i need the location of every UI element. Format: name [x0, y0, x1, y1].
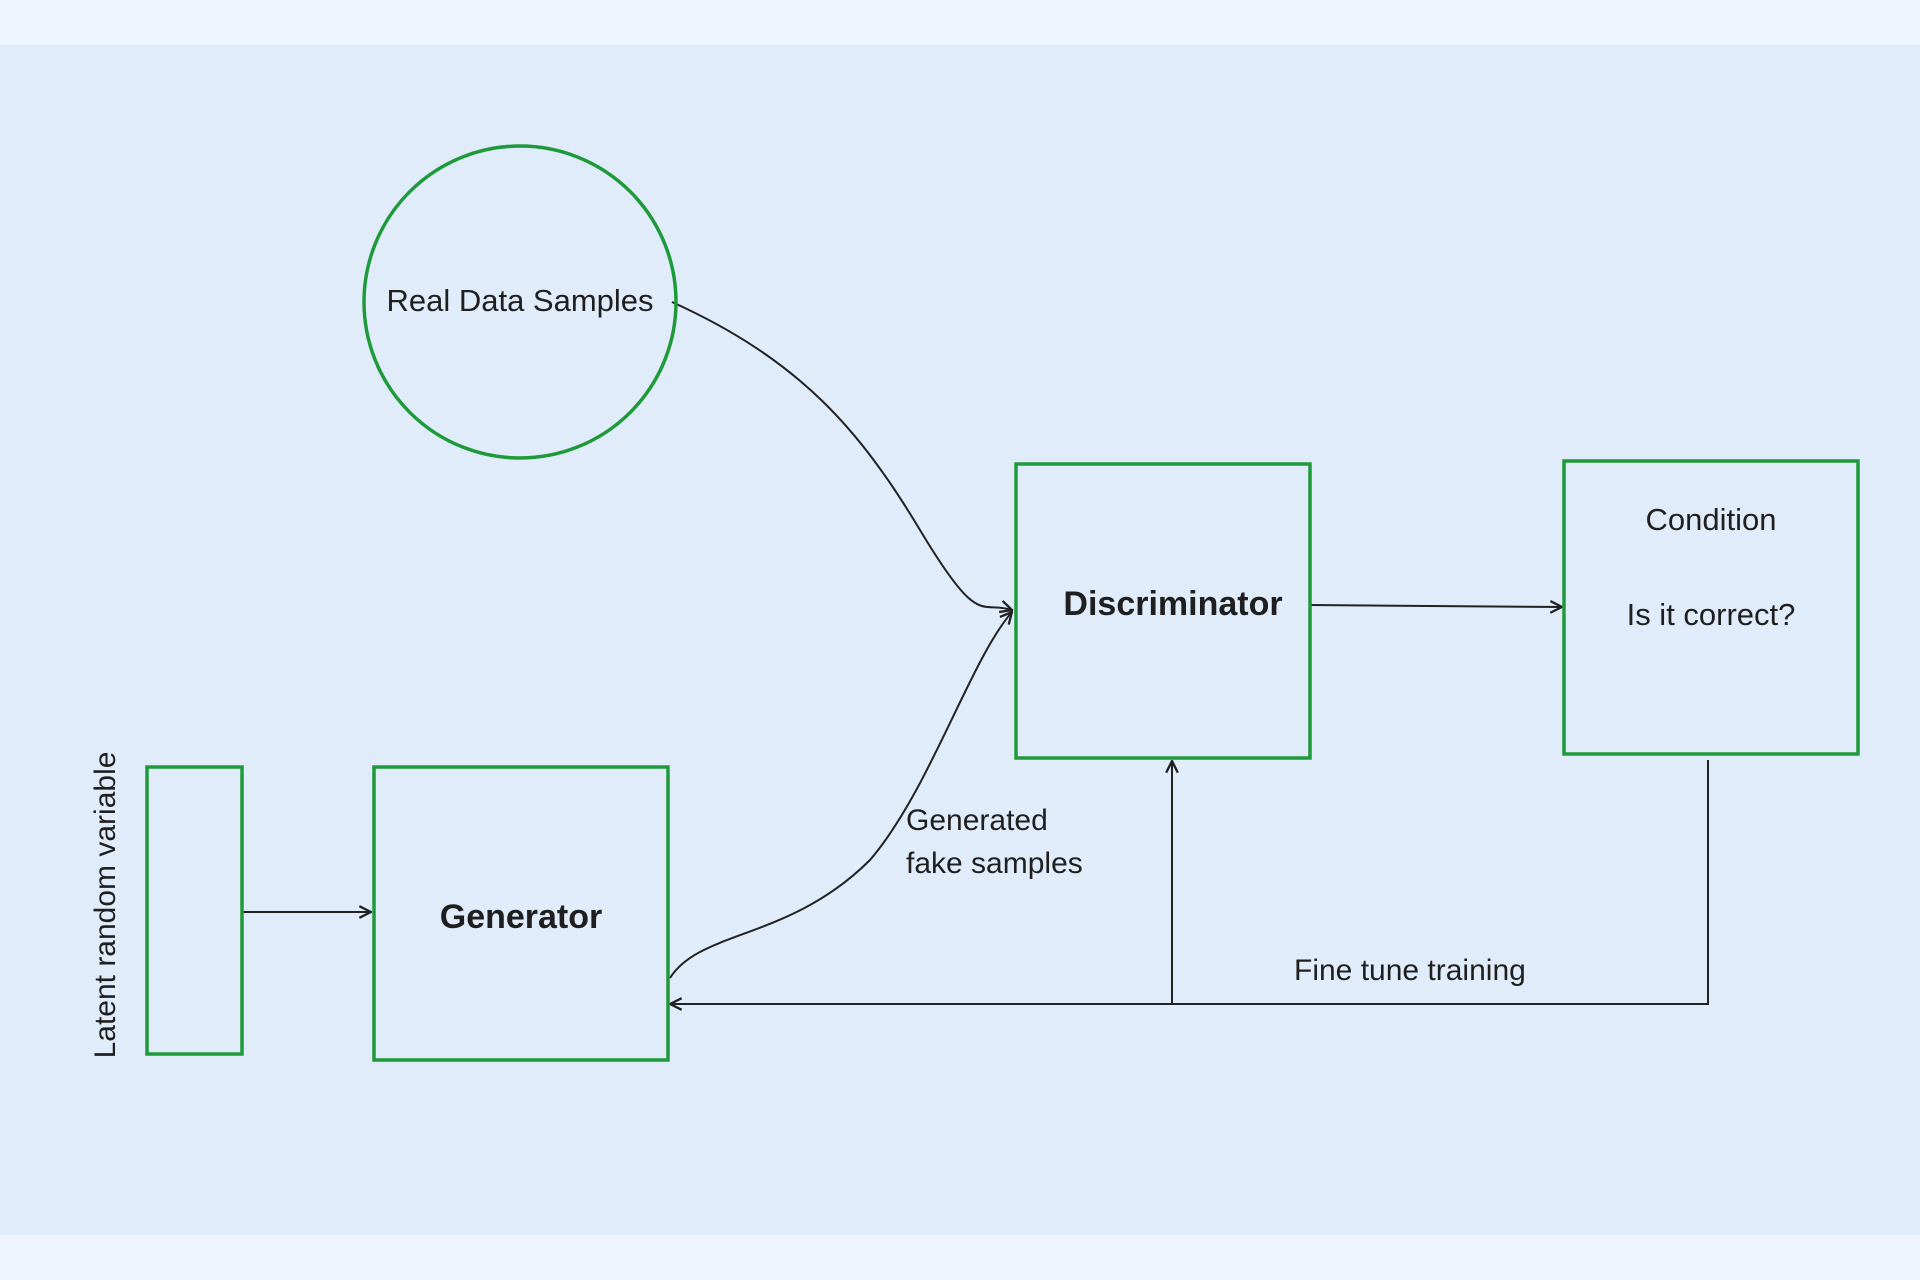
condition-node — [1562, 459, 1860, 756]
diagram-background — [0, 45, 1920, 1235]
generated-fake-samples-label-line2: fake samples — [906, 847, 1083, 880]
edge-discriminator-to-condition — [1309, 605, 1562, 607]
latent-random-variable-node — [145, 765, 244, 1056]
generator-node — [372, 765, 670, 1062]
generator-label: Generator — [440, 898, 603, 936]
discriminator-label: Discriminator — [1063, 585, 1282, 623]
edge-real-to-discriminator — [671, 301, 1012, 610]
discriminator-node — [1014, 462, 1312, 760]
edge-condition-to-generator — [670, 760, 1709, 1004]
fine-tune-training-label: Fine tune training — [1294, 954, 1526, 987]
condition-question: Is it correct? — [1627, 597, 1796, 632]
condition-label: Condition — [1646, 502, 1777, 537]
real-data-samples-label: Real Data Samples — [386, 283, 653, 318]
generated-fake-samples-label-line1: Generated — [906, 804, 1048, 837]
real-data-samples-node — [362, 144, 678, 460]
latent-random-variable-label: Latent random variable — [89, 752, 122, 1059]
edge-generator-to-discriminator — [669, 612, 1012, 979]
